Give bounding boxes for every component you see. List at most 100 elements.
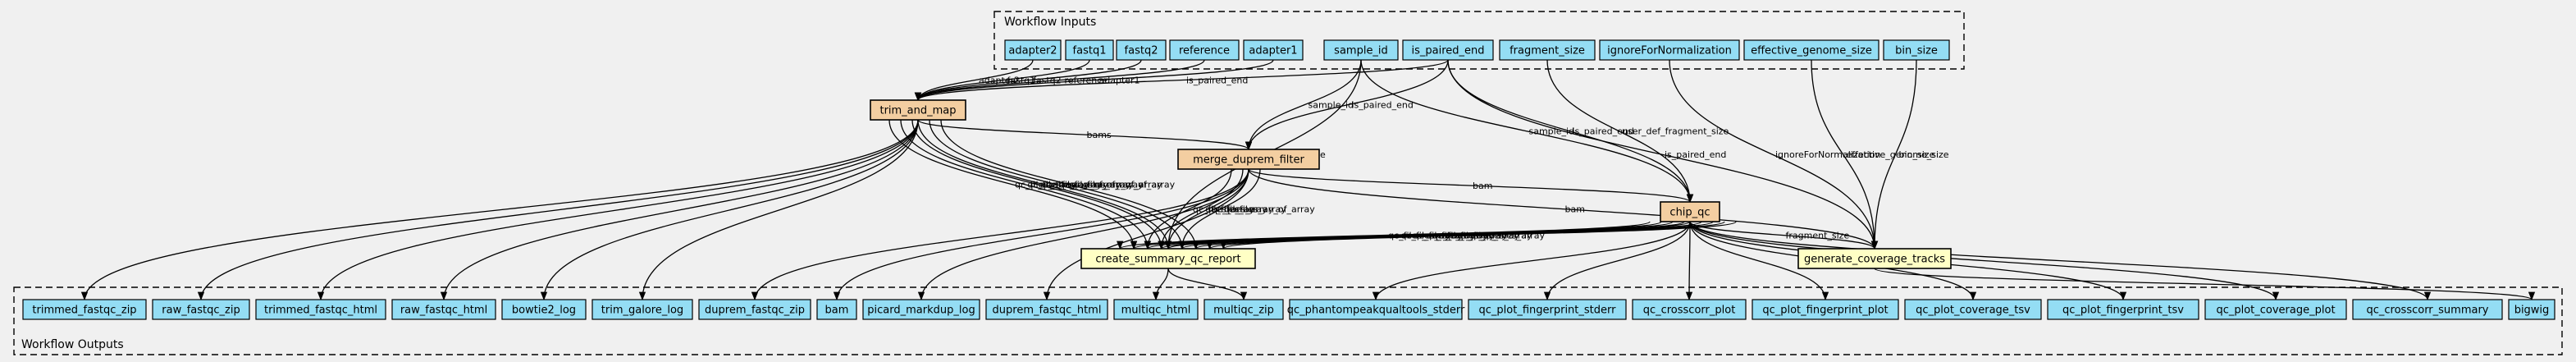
output-node-qc-crosscorr-plot[interactable]: qc_crosscorr_plot	[1632, 299, 1747, 320]
output-label: bowtie2_log	[512, 305, 576, 317]
output-box[interactable]	[152, 299, 250, 320]
output-box[interactable]	[391, 299, 496, 320]
input-box[interactable]	[1499, 39, 1596, 61]
edge-label: fragment_size	[1786, 231, 1850, 241]
output-box[interactable]	[22, 299, 147, 320]
output-node-trimmed-fastqc-html[interactable]: trimmed_fastqc_html	[255, 299, 386, 320]
step-box[interactable]	[870, 99, 966, 121]
output-box[interactable]	[1632, 299, 1747, 320]
output-box[interactable]	[255, 299, 386, 320]
output-label: qc_crosscorr_plot	[1643, 305, 1736, 317]
output-label: trimmed_fastqc_html	[264, 305, 377, 317]
output-node-trim-galore-log[interactable]: trim_galore_log	[591, 299, 693, 320]
edge-effective_genome_size-to-generate_coverage_tracks	[1811, 59, 1879, 250]
input-node-bin-size[interactable]: bin_size	[1883, 39, 1950, 61]
edge-merge_duprem_filter-to-picard_markdup_log	[917, 168, 1249, 301]
edge-generate_coverage_tracks-to-bigwig	[1874, 268, 2535, 301]
step-label: chip_qc	[1669, 207, 1710, 219]
step-box[interactable]	[1660, 201, 1720, 222]
input-box[interactable]	[1065, 39, 1114, 61]
input-label: bin_size	[1895, 45, 1938, 57]
input-node-adapter2[interactable]: adapter2	[1004, 39, 1062, 61]
input-node-fastq2[interactable]: fastq2	[1116, 39, 1167, 61]
output-node-qc-phantompeakqualtools-stderr[interactable]: qc_phantompeakqualtools_stderr	[1287, 299, 1465, 320]
input-node-adapter1[interactable]: adapter1	[1243, 39, 1304, 61]
output-node-qc-plot-coverage-tsv[interactable]: qc_plot_coverage_tsv	[1904, 299, 2042, 320]
edge-trim_and_map-to-raw_fastqc_html	[440, 119, 919, 301]
output-box[interactable]	[2352, 299, 2503, 320]
input-box[interactable]	[1599, 39, 1740, 61]
input-box[interactable]	[1402, 39, 1494, 61]
output-box[interactable]	[1752, 299, 1899, 320]
output-node-qc-plot-fingerprint-tsv[interactable]: qc_plot_fingerprint_tsv	[2047, 299, 2199, 320]
output-box[interactable]	[1904, 299, 2042, 320]
input-label: adapter1	[1249, 45, 1297, 57]
edge-label: user_def_fragment_size	[1622, 126, 1729, 137]
step-node-merge-duprem-filter[interactable]: merge_duprem_filter	[1177, 149, 1320, 170]
edge-fastq2-to-trim_and_map	[914, 59, 1142, 102]
input-node-sample-id[interactable]: sample_id	[1323, 39, 1399, 61]
edge-trim_and_map-to-merge_duprem_filter	[917, 119, 1252, 151]
output-node-bam[interactable]: bam	[816, 299, 857, 320]
output-label: multiqc_zip	[1213, 305, 1274, 317]
input-box[interactable]	[1116, 39, 1167, 61]
output-box[interactable]	[1204, 299, 1284, 320]
output-box[interactable]	[1468, 299, 1627, 320]
edge-trim_and_map-to-raw_fastqc_zip	[197, 119, 919, 301]
output-node-trimmed-fastqc-zip[interactable]: trimmed_fastqc_zip	[22, 299, 147, 320]
output-node-picard-markdup-log[interactable]: picard_markdup_log	[862, 299, 980, 320]
edge-is_paired_end-to-trim_and_map	[915, 59, 1449, 102]
input-box[interactable]	[1169, 39, 1240, 61]
input-node-is-paired-end[interactable]: is_paired_end	[1402, 39, 1494, 61]
step-node-create-summary-qc-report[interactable]: create_summary_qc_report	[1080, 248, 1256, 269]
output-box[interactable]	[2047, 299, 2199, 320]
input-label: effective_genome_size	[1751, 45, 1872, 57]
output-box[interactable]	[591, 299, 693, 320]
output-box[interactable]	[985, 299, 1108, 320]
output-node-bowtie2-log[interactable]: bowtie2_log	[501, 299, 587, 320]
output-node-raw-fastqc-zip[interactable]: raw_fastqc_zip	[152, 299, 250, 320]
output-label: trimmed_fastqc_zip	[32, 305, 136, 317]
output-box[interactable]	[816, 299, 857, 320]
input-box[interactable]	[1243, 39, 1304, 61]
output-node-qc-plot-fingerprint-stderr[interactable]: qc_plot_fingerprint_stderr	[1468, 299, 1627, 320]
output-node-qc-crosscorr-summary[interactable]: qc_crosscorr_summary	[2352, 299, 2503, 320]
edge-merge_duprem_filter-to-bam	[833, 168, 1249, 301]
edge-reference-to-trim_and_map	[914, 59, 1205, 102]
step-node-chip-qc[interactable]: chip_qc	[1660, 201, 1720, 222]
output-node-raw-fastqc-html[interactable]: raw_fastqc_html	[391, 299, 496, 320]
input-node-reference[interactable]: reference	[1169, 39, 1240, 61]
input-node-effective-genome-size[interactable]: effective_genome_size	[1743, 39, 1879, 61]
step-label: create_summary_qc_report	[1095, 254, 1240, 266]
step-node-trim-and-map[interactable]: trim_and_map	[870, 99, 966, 121]
output-box[interactable]	[501, 299, 587, 320]
output-box[interactable]	[2508, 299, 2555, 320]
step-box[interactable]	[1080, 248, 1256, 269]
output-node-qc-plot-coverage-plot[interactable]: qc_plot_coverage_plot	[2204, 299, 2347, 320]
input-box[interactable]	[1743, 39, 1879, 61]
step-node-generate-coverage-tracks[interactable]: generate_coverage_tracks	[1797, 248, 1952, 269]
output-node-multiqc-zip[interactable]: multiqc_zip	[1204, 299, 1284, 320]
output-node-qc-plot-fingerprint-plot[interactable]: qc_plot_fingerprint_plot	[1752, 299, 1899, 320]
input-box[interactable]	[1323, 39, 1399, 61]
output-box[interactable]	[1289, 299, 1463, 320]
output-box[interactable]	[698, 299, 811, 320]
step-box[interactable]	[1177, 149, 1320, 170]
input-box[interactable]	[1004, 39, 1062, 61]
edge-chip_qc-to-qc_plot_fingerprint_plot	[1689, 221, 1829, 301]
output-node-duprem-fastqc-zip[interactable]: duprem_fastqc_zip	[698, 299, 811, 320]
step-box[interactable]	[1797, 248, 1952, 269]
output-node-duprem-fastqc-html[interactable]: duprem_fastqc_html	[985, 299, 1108, 320]
input-node-fastq1[interactable]: fastq1	[1065, 39, 1114, 61]
output-node-bigwig[interactable]: bigwig	[2508, 299, 2555, 320]
output-box[interactable]	[2204, 299, 2347, 320]
output-box[interactable]	[1113, 299, 1199, 320]
input-box[interactable]	[1883, 39, 1950, 61]
output-label: bam	[825, 305, 849, 317]
input-node-ignoreForNormalization[interactable]: ignoreForNormalization	[1599, 39, 1740, 61]
output-node-multiqc-html[interactable]: multiqc_html	[1113, 299, 1199, 320]
input-node-fragment-size[interactable]: fragment_size	[1499, 39, 1596, 61]
output-box[interactable]	[862, 299, 980, 320]
edge-chip_qc-to-qc_phantompeakqualtools_stderr	[1372, 221, 1691, 301]
